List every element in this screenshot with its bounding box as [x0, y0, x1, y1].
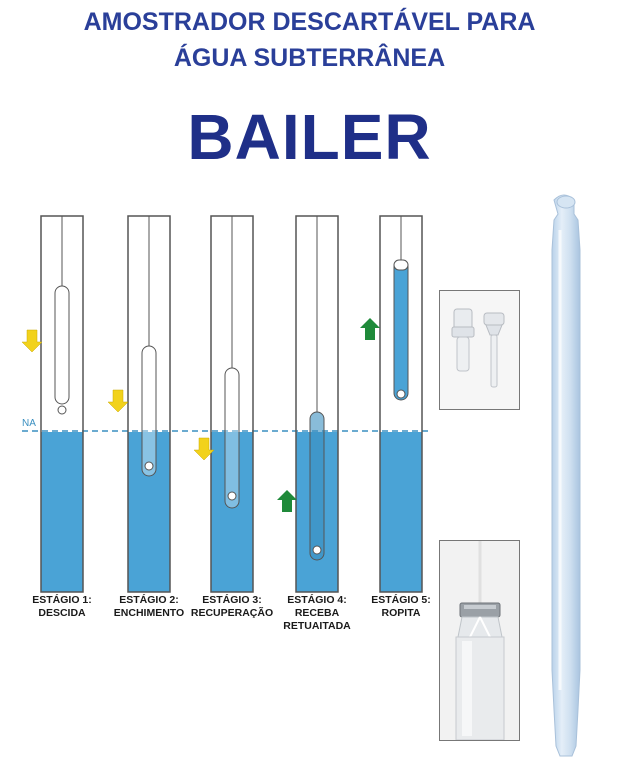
stage-4-label: ESTÁGIO 4: RECEBA RETUAITADA	[283, 594, 351, 632]
stage-2-label: ESTÁGIO 2: ENCHIMENTO	[113, 594, 185, 619]
title-line-2: ÁGUA SUBTERRÂNEA	[173, 44, 446, 72]
stage-3-well	[210, 215, 254, 593]
water-level-label: NA	[22, 418, 36, 429]
disposable-bailer-tube	[551, 194, 581, 757]
valve-parts-illustration	[451, 308, 505, 388]
stage-1-arrow-down	[21, 329, 43, 353]
stage-3-label: ESTÁGIO 3: RECUPERAÇÃO	[190, 594, 274, 619]
stage-1-well	[40, 215, 84, 593]
stage-2-well	[127, 215, 171, 593]
main-title: BAILER	[187, 101, 432, 173]
stage-1-label: ESTÁGIO 1: DESCIDA	[32, 594, 92, 619]
stage-5-arrow-up	[360, 318, 380, 340]
bailer-top-illustration	[455, 541, 505, 740]
stage-4-bailer	[309, 411, 325, 561]
stage-5-bailer	[393, 259, 409, 401]
title-line-1: AMOSTRADOR DESCARTÁVEL PARA	[83, 8, 536, 36]
stage-diagram: NA	[21, 215, 432, 593]
bailer-top-photo	[439, 540, 520, 741]
stage-5-label: ESTÁGIO 5: ROPITA	[371, 594, 431, 619]
stage-3-bailer	[224, 367, 240, 509]
stage-2-bailer	[141, 345, 157, 477]
stage-4-well	[295, 215, 339, 593]
stage-4-arrow-up	[277, 490, 297, 512]
stage-5-well	[379, 215, 423, 593]
stage-2-arrow-down	[107, 389, 129, 413]
stage-3-arrow-down	[193, 437, 215, 461]
stage-1-bailer	[54, 285, 70, 405]
valve-parts-photo	[439, 290, 520, 410]
